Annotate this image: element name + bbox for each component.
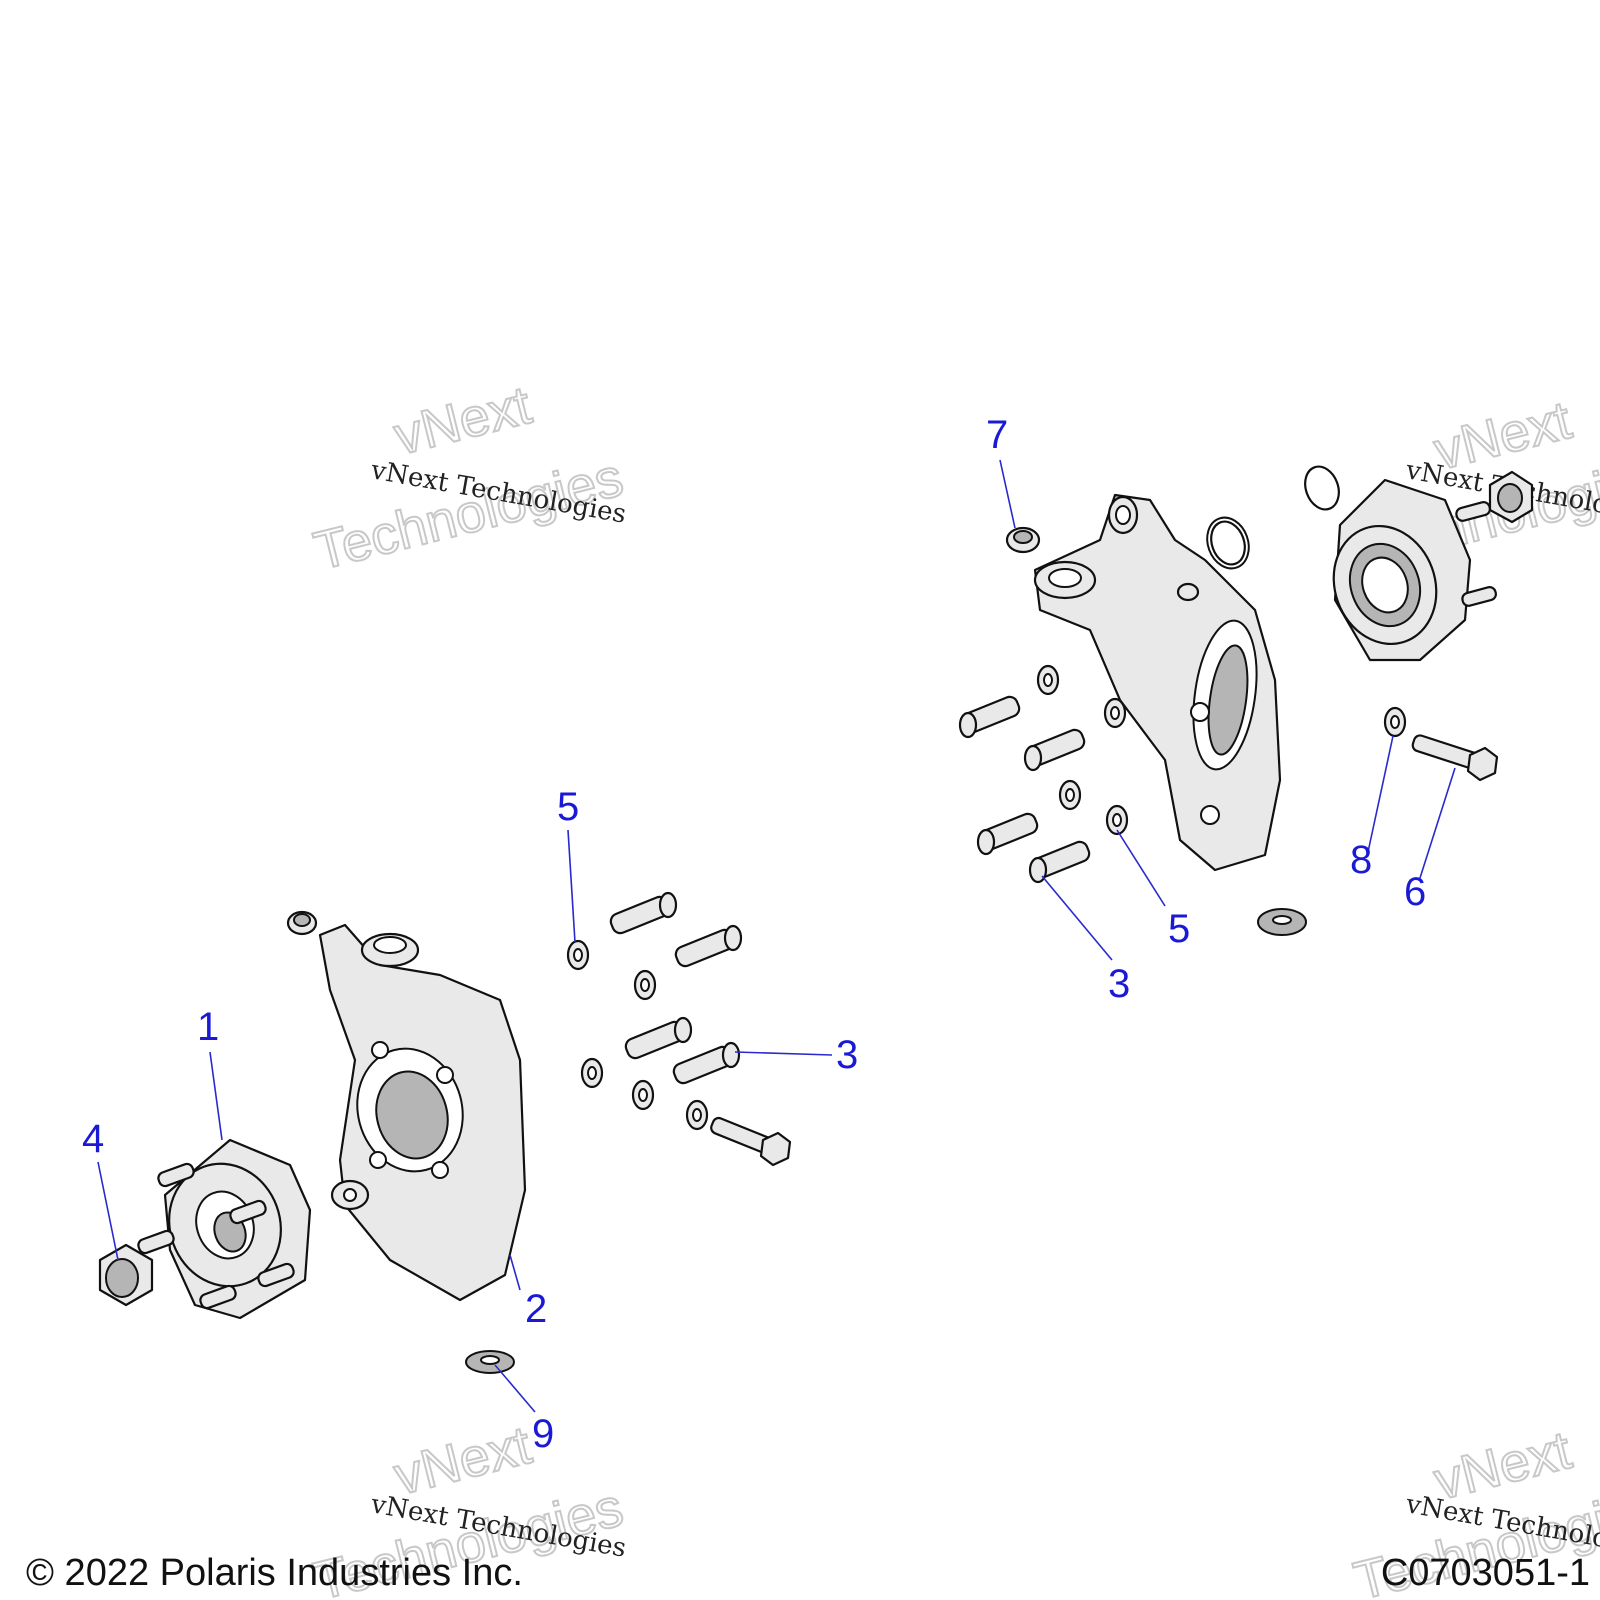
callout-1: 1 <box>197 1005 219 1049</box>
axle-nut-left <box>98 1243 154 1307</box>
socket-bolt <box>624 1016 693 1060</box>
washer-9-right <box>1257 908 1307 936</box>
leader-lines <box>97 459 1456 1413</box>
plug-7-right <box>1005 526 1041 554</box>
washer-set-right <box>1036 664 1129 836</box>
callout-5: 5 <box>557 785 579 829</box>
callout-2: 2 <box>525 1287 547 1331</box>
figure-code: C0703051-1 <box>1380 1552 1590 1594</box>
callouts: 1 2 3 4 5 6 7 8 9 3 5 <box>82 413 1426 1456</box>
bolt-set-left <box>609 891 792 1167</box>
callout-6: 6 <box>1404 870 1426 914</box>
callout-7: 7 <box>986 413 1008 457</box>
watermark-top-left: vNext Technologies vNext Technologies <box>307 374 629 583</box>
flange-bolt <box>710 1116 792 1167</box>
callout-9: 9 <box>532 1412 554 1456</box>
socket-bolt <box>1023 728 1086 772</box>
socket-bolt <box>1028 840 1091 884</box>
callout-3: 3 <box>836 1033 858 1077</box>
socket-bolt <box>958 695 1021 739</box>
steering-knuckle-left <box>318 923 527 1302</box>
socket-bolt <box>672 1041 741 1085</box>
wheel-hub-left <box>137 1138 312 1320</box>
watermark-big-word: vNext <box>388 375 536 467</box>
socket-bolt <box>976 812 1039 856</box>
o-ring-knuckle <box>1210 520 1246 566</box>
callout-3-right: 3 <box>1108 962 1130 1006</box>
axle-nut-right <box>1488 470 1534 524</box>
bolt-set-right <box>958 695 1091 884</box>
washer-8-right <box>1383 706 1407 738</box>
steering-knuckle-right <box>1033 493 1282 872</box>
copyright-text: © 2022 Polaris Industries Inc. <box>26 1552 523 1594</box>
callout-4: 4 <box>82 1117 104 1161</box>
callout-5-right: 5 <box>1168 907 1190 951</box>
plug-left <box>286 910 318 936</box>
wheel-hub-right <box>1332 478 1497 662</box>
socket-bolt <box>609 891 678 935</box>
washer-set-left <box>566 939 709 1131</box>
socket-bolt <box>674 924 743 968</box>
flange-bolt-6-right <box>1411 734 1499 782</box>
o-ring-hub <box>1304 465 1340 511</box>
watermark-big-word: vNext <box>388 1415 536 1507</box>
washer-9-left <box>465 1350 515 1374</box>
callout-8: 8 <box>1350 838 1372 882</box>
